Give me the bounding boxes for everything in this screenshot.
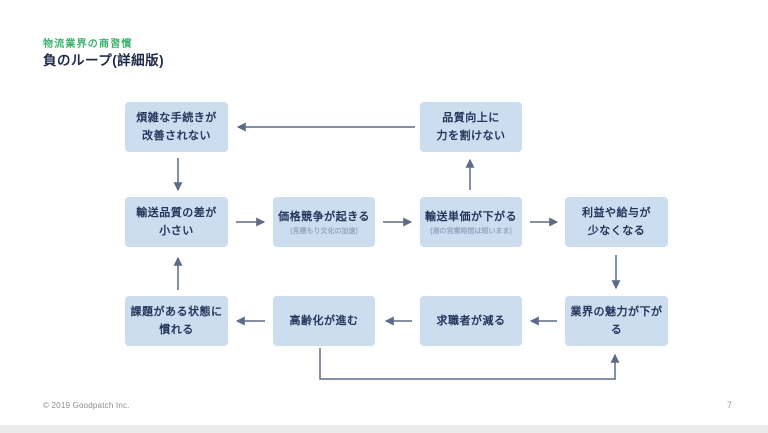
node-label: 業界の魅力が下がる (570, 305, 663, 336)
node-label: 力を割けない (436, 130, 506, 142)
node-label: 煩雑な手続きが (136, 111, 217, 124)
node-aging-workforce: 高齢化が進む (273, 296, 375, 346)
node-label: 少なくなる (587, 225, 646, 237)
node-fewer-jobseekers: 求職者が減る (420, 296, 522, 346)
page-title: 負のループ(詳細版) (43, 53, 165, 68)
node-price-competition: 価格競争が起きる (見積もり文化の加速) (273, 197, 375, 247)
node-note: (見積もり文化の加速) (290, 228, 358, 236)
node-label: 慣れる (159, 324, 194, 336)
node-note: (港の営業時間は短いまま) (430, 228, 512, 236)
slide-eyebrow: 物流業界の商習慣 (43, 39, 133, 50)
node-accustomed-to-problems: 課題がある状態に 慣れる (125, 296, 228, 346)
node-label: 課題がある状態に (130, 305, 223, 318)
node-unit-price-drops: 輸送単価が下がる (港の営業時間は短いまま) (420, 197, 522, 247)
node-industry-appeal-drops: 業界の魅力が下がる (565, 296, 668, 346)
node-label: 価格競争が起きる (278, 210, 370, 223)
node-label: 輸送品質の差が (136, 206, 217, 219)
node-label: 品質向上に (442, 111, 500, 124)
node-label: 輸送単価が下がる (425, 210, 517, 223)
node-label: 利益や給与が (582, 206, 651, 219)
node-label: 求職者が減る (436, 314, 506, 327)
node-label: 小さい (159, 225, 194, 237)
node-no-time-for-quality: 品質向上に 力を割けない (420, 102, 522, 152)
node-tedious-procedures: 煩雑な手続きが 改善されない (125, 102, 228, 152)
copyright-text: © 2019 Goodpatch Inc. (43, 401, 130, 410)
node-label: 改善されない (142, 130, 211, 142)
node-label: 高齢化が進む (289, 314, 359, 327)
node-small-quality-gap: 輸送品質の差が 小さい (125, 197, 228, 247)
slide-bottom-edge (0, 425, 768, 433)
page-number: 7 (726, 400, 732, 410)
node-less-profit: 利益や給与が 少なくなる (565, 197, 668, 247)
arrow-aging-to-appeal-bottom-icon (319, 348, 620, 380)
